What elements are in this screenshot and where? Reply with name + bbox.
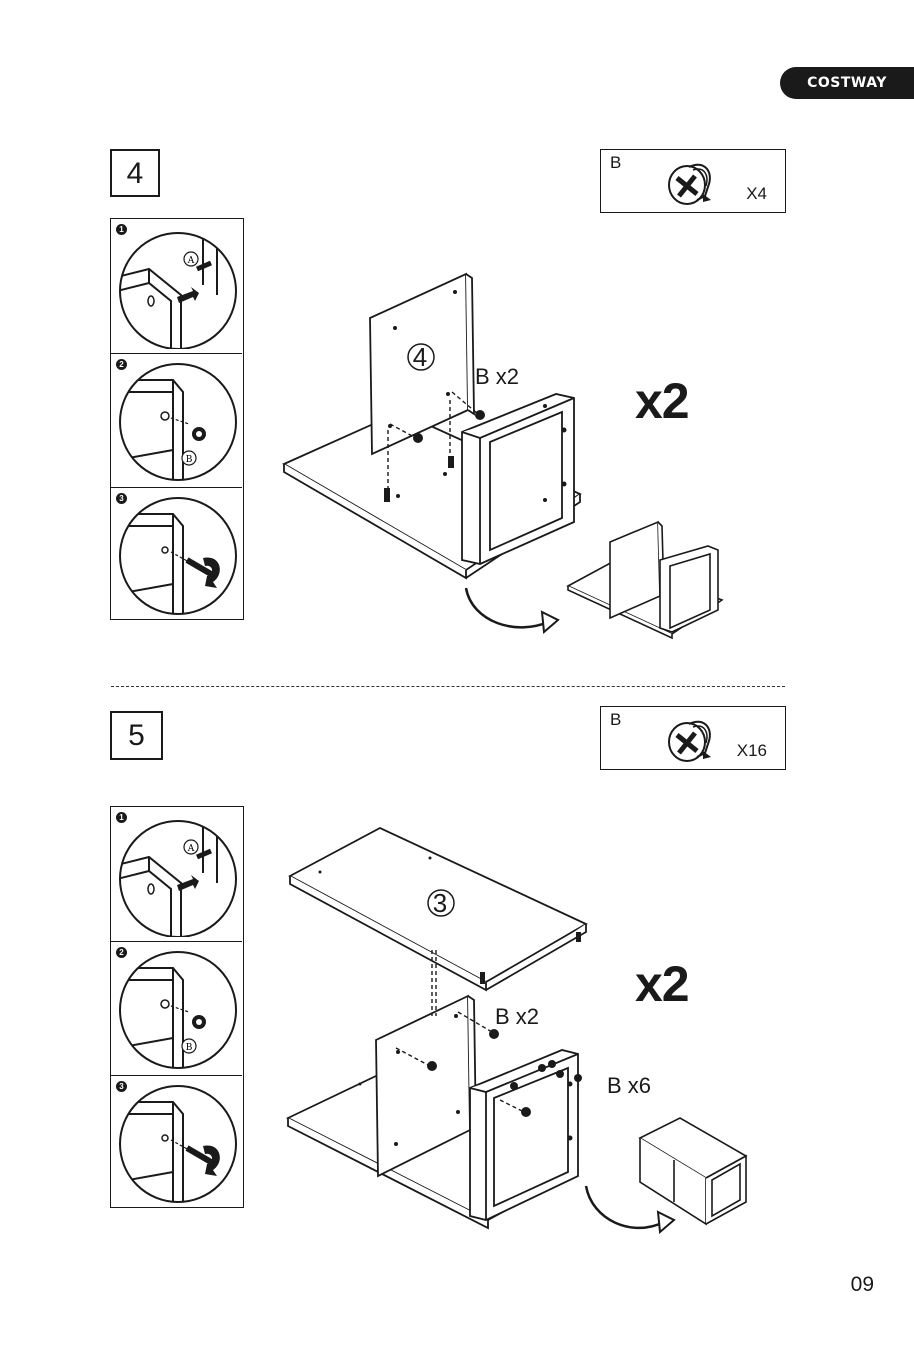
step-4-detail-panel: 1 A 2 xyxy=(110,218,244,620)
step-5-assembly-diagram: 3 xyxy=(280,820,750,1240)
step-4-repeat: x2 xyxy=(635,372,689,430)
detail-tighten-cam: 3 xyxy=(111,1075,242,1210)
part-letter: B xyxy=(610,710,621,730)
brand-logo: COSTWAY xyxy=(780,67,914,99)
detail-illustration: B xyxy=(117,360,239,484)
part-a-label: A xyxy=(187,256,195,266)
detail-illustration: B xyxy=(117,948,239,1072)
part-a-label: A xyxy=(187,844,195,854)
cam-lock-icon xyxy=(663,154,723,212)
part-b-label: B xyxy=(186,455,193,465)
detail-illustration: A xyxy=(117,813,239,937)
step-4-callout: B x2 xyxy=(475,364,519,390)
rotate-arrow-icon xyxy=(466,588,548,627)
step-divider xyxy=(111,686,785,687)
step-4-number: 4 xyxy=(110,149,160,197)
step-5-detail-panel: 1 A 2 xyxy=(110,806,244,1208)
cam-lock-icon xyxy=(663,711,723,769)
rotate-arrow-icon xyxy=(586,1186,664,1228)
detail-insert-cam: 2 B xyxy=(111,353,242,488)
step-4-parts-box: B X4 xyxy=(600,149,786,213)
detail-insert-dowel: 1 A xyxy=(111,807,242,941)
detail-illustration: A xyxy=(117,225,239,349)
step-5-callout-top: B x2 xyxy=(495,1004,539,1030)
step-4-panel-label: 4 xyxy=(413,342,427,372)
screwdriver-icon xyxy=(117,494,239,618)
part-letter: B xyxy=(610,153,621,173)
detail-tighten-cam: 3 xyxy=(111,487,242,622)
page-number: 09 xyxy=(851,1273,874,1297)
step-5-number: 5 xyxy=(110,711,163,760)
detail-insert-dowel: 1 A xyxy=(111,219,242,353)
screwdriver-icon xyxy=(117,1082,239,1206)
part-quantity: X4 xyxy=(746,184,767,204)
step-5-parts-box: B X16 xyxy=(600,706,786,770)
step-5-callout-side: B x6 xyxy=(607,1073,651,1099)
step-4-assembly-diagram: 4 xyxy=(280,270,740,650)
step-5-panel-label: 3 xyxy=(433,888,447,918)
part-quantity: X16 xyxy=(737,741,767,761)
detail-insert-cam: 2 B xyxy=(111,941,242,1076)
step-5-repeat: x2 xyxy=(635,955,689,1013)
part-b-label: B xyxy=(186,1043,193,1053)
